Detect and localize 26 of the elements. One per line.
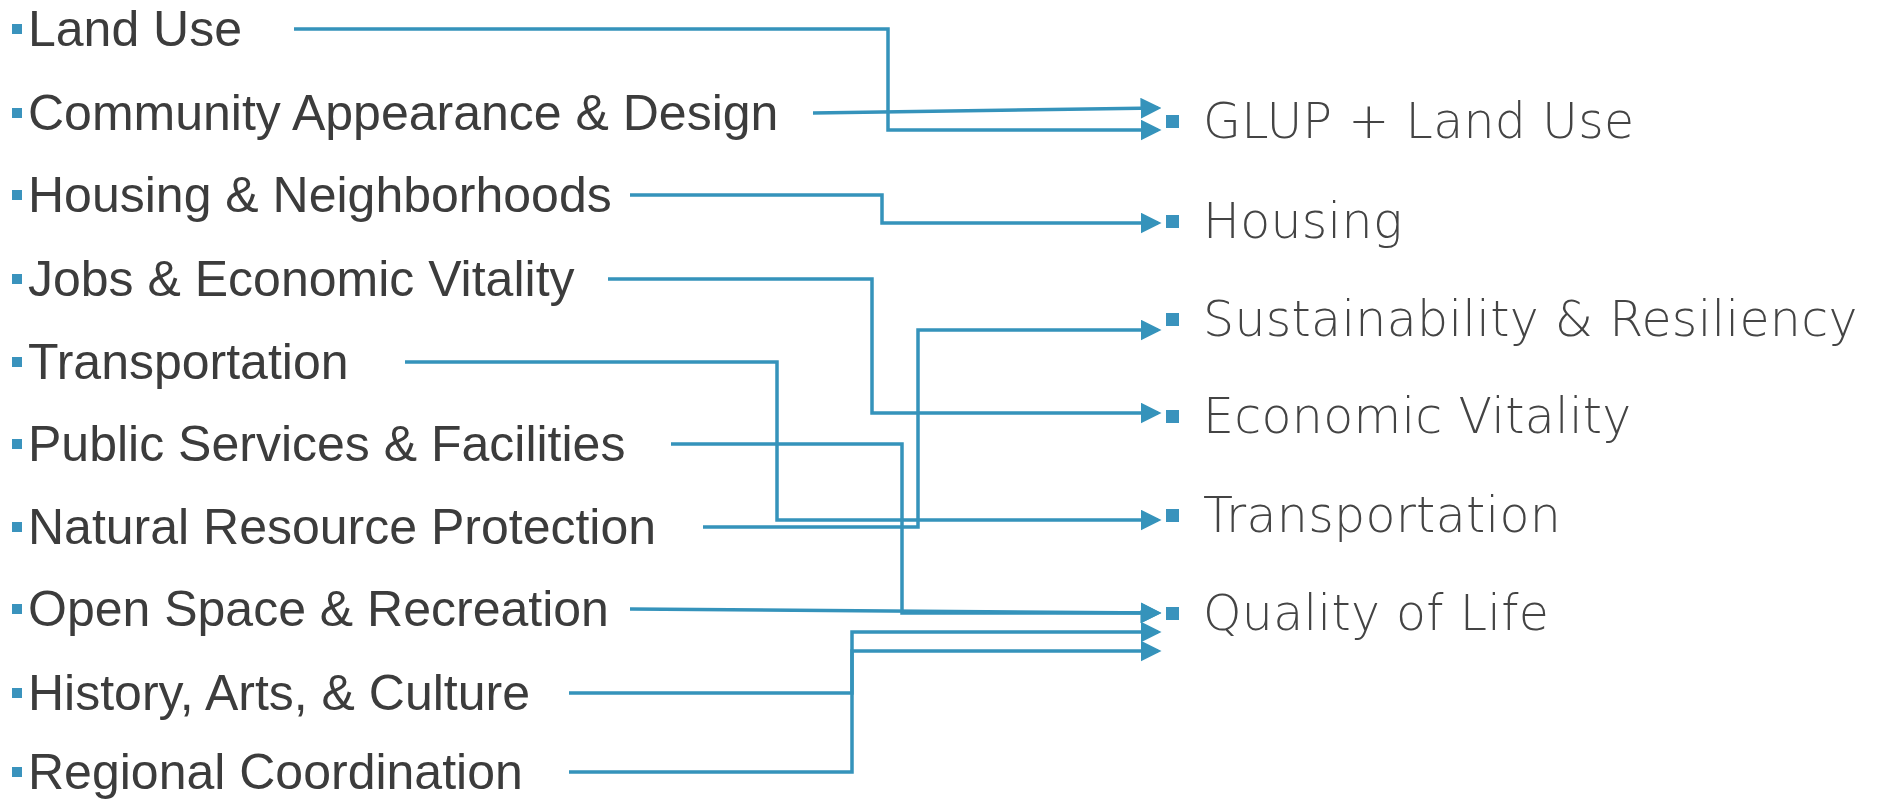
- element-label: Quality of Life: [1203, 584, 1550, 642]
- topic-label: Open Space & Recreation: [28, 584, 609, 634]
- topic-label: Public Services & Facilities: [28, 419, 626, 469]
- element-label: Transportation: [1203, 486, 1561, 544]
- element-label: Sustainability & Resiliency: [1203, 290, 1858, 348]
- topic-label: Housing & Neighborhoods: [28, 170, 612, 220]
- connector-arrow: [569, 621, 1162, 695]
- topic-label: Jobs & Economic Vitality: [28, 254, 575, 304]
- connector-arrow: [630, 193, 1162, 234]
- topic-label: History, Arts, & Culture: [28, 668, 530, 718]
- connector-arrow: [405, 360, 1162, 531]
- element-label: GLUP + Land Use: [1203, 92, 1635, 150]
- topic-label: Transportation: [28, 337, 349, 387]
- connector-arrow: [608, 277, 1162, 424]
- connector-arrow: [294, 27, 1162, 141]
- element-label: Housing: [1203, 192, 1403, 250]
- connector-arrow: [630, 602, 1162, 624]
- connector-arrow: [703, 319, 1162, 529]
- element-label: Economic Vitality: [1203, 387, 1632, 445]
- connector-arrow: [569, 640, 1162, 774]
- connector-arrow: [671, 442, 1162, 624]
- topic-label: Natural Resource Protection: [28, 502, 657, 552]
- connector-arrow: [812, 97, 1162, 119]
- topic-label: Regional Coordination: [28, 747, 523, 797]
- topic-label: Land Use: [28, 4, 243, 54]
- topic-label: Community Appearance & Design: [28, 88, 779, 138]
